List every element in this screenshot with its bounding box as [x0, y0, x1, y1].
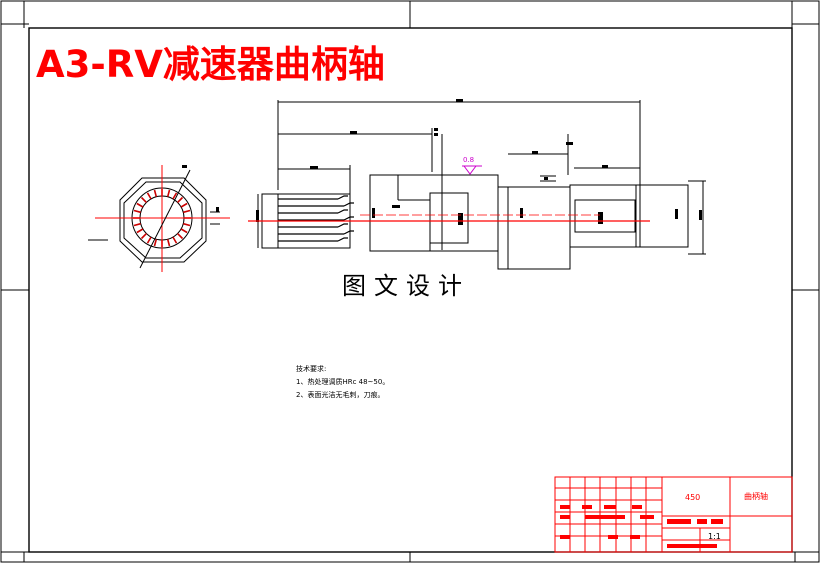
title-block-marks	[560, 505, 723, 548]
notes-item-1: 1、热处理调质HRc 48~50。	[296, 378, 390, 386]
octagon-outline	[119, 177, 207, 263]
section-line	[139, 169, 191, 269]
technical-notes: 技术要求: 1、热处理调质HRc 48~50。 2、表面光洁无毛刺，刀痕。	[296, 363, 389, 402]
journal-2	[569, 184, 641, 248]
roughness-symbol	[462, 165, 482, 175]
drawing-title: A3-RV减速器曲柄轴	[36, 43, 385, 86]
end-view-gear	[88, 165, 230, 272]
eccentric-neck	[429, 192, 469, 244]
title-block-part-name: 曲柄轴	[744, 492, 768, 501]
notes-heading: 技术要求:	[296, 365, 327, 373]
spline-grooves	[278, 195, 354, 242]
title-block-scale: 1:1	[708, 532, 721, 541]
title-block-grid	[554, 476, 663, 553]
notes-item-2: 2、表面光洁无毛刺，刀痕。	[296, 391, 385, 399]
title-block	[554, 476, 793, 553]
journal-1	[369, 174, 499, 252]
roughness-value: 0.8	[463, 156, 475, 164]
title-block-mass: 450	[685, 493, 701, 502]
watermark-text: 图文设计	[342, 272, 470, 300]
shaft-end	[639, 184, 689, 248]
shaft-side-view	[248, 99, 706, 270]
crank-cam	[497, 186, 571, 270]
